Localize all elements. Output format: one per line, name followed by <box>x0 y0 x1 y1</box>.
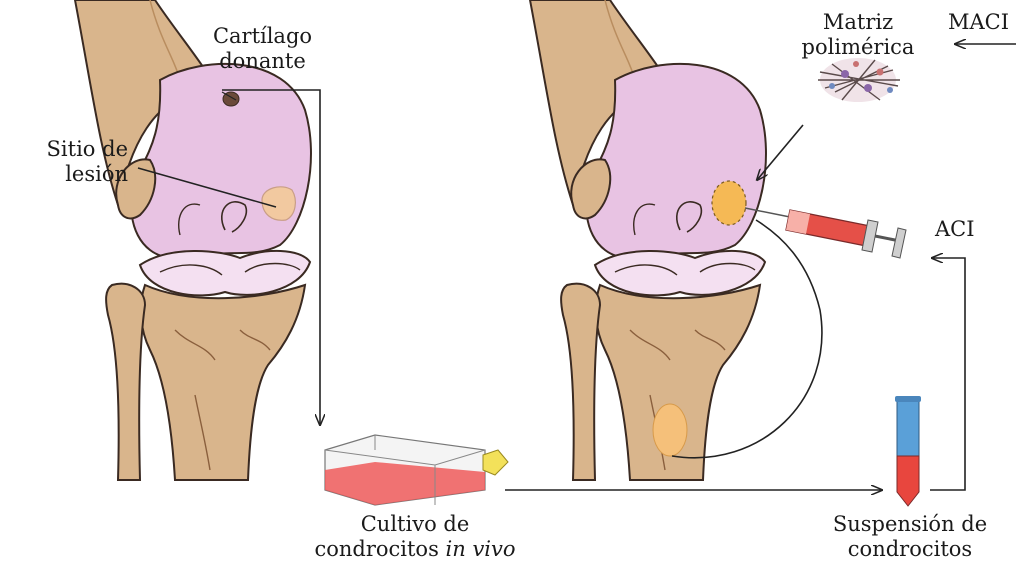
tibia <box>141 285 305 480</box>
donor-cartilage-line-1: Cartílago <box>205 24 320 49</box>
lesion-site-label: Sitio de lesión <box>0 137 128 187</box>
culture-line-2-italic: in vivo <box>446 537 516 561</box>
suspension-line-1: Suspensión de <box>820 512 1000 537</box>
fibula <box>106 284 145 480</box>
right-knee-illustration <box>530 0 766 480</box>
culture-line-2: condrocitos in vivo <box>290 537 540 562</box>
lesion-site-line-2: lesión <box>0 162 128 187</box>
syringe-icon <box>745 208 906 258</box>
aci-label: ACI <box>935 217 975 242</box>
culture-label: Cultivo de condrocitos in vivo <box>290 512 540 562</box>
polymer-matrix-label: Matriz polimérica <box>798 10 918 60</box>
polymer-matrix-line-1: Matriz <box>798 10 918 35</box>
culture-line-2-plain: condrocitos <box>314 537 445 561</box>
donor-cartilage-label: Cartílago donante <box>205 24 320 74</box>
cartilage-graft-icon <box>653 404 687 456</box>
polymer-matrix-line-2: polimérica <box>798 35 918 60</box>
implanted-graft <box>712 181 746 225</box>
donor-cartilage-line-2: donante <box>205 49 320 74</box>
polymer-matrix-icon <box>818 58 900 102</box>
culture-line-1: Cultivo de <box>290 512 540 537</box>
suspension-label: Suspensión de condrocitos <box>820 512 1000 562</box>
culture-flask-icon <box>325 435 508 505</box>
lesion-site-line-1: Sitio de <box>0 137 128 162</box>
suspension-line-2: condrocitos <box>820 537 1000 562</box>
test-tube-icon <box>895 396 921 506</box>
maci-label: MACI <box>948 10 1009 35</box>
arrow-suspension-to-aci <box>930 258 965 490</box>
meniscus <box>140 251 310 295</box>
